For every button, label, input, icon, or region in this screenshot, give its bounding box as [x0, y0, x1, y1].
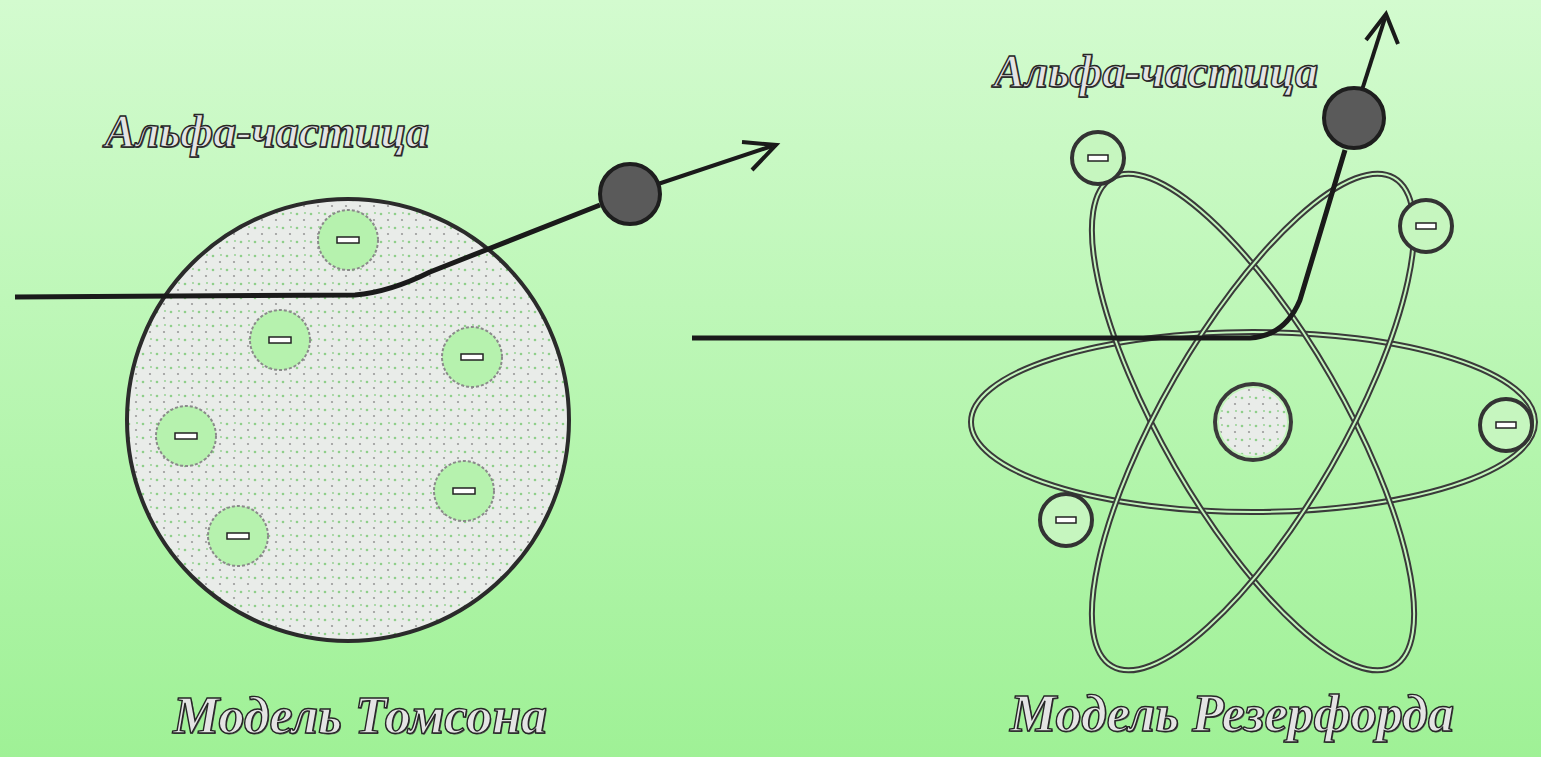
minus-sign [1496, 422, 1516, 428]
arrow-head [1366, 14, 1398, 44]
electron-body [318, 210, 378, 270]
thomson-atom [127, 199, 569, 641]
minus-sign [461, 354, 483, 360]
alpha-particle [1324, 88, 1384, 148]
orbit [1034, 133, 1472, 711]
minus-sign [227, 533, 249, 539]
orbit [971, 332, 1535, 512]
thomson-alpha-track [15, 142, 776, 297]
electron-body [1072, 132, 1124, 184]
minus-sign [1056, 517, 1076, 523]
electron-body [208, 506, 268, 566]
electron [1040, 494, 1092, 546]
minus-sign [1416, 223, 1436, 229]
rutherford-alpha-track [692, 14, 1398, 338]
orbit [1034, 133, 1472, 711]
particle-label-box: Альфа-частица [994, 46, 1318, 99]
electron [434, 461, 494, 521]
electron [208, 506, 268, 566]
minus-sign [453, 488, 475, 494]
rutherford-orbits [971, 133, 1535, 711]
minus-sign [269, 337, 291, 343]
electron [156, 406, 216, 466]
electron [1400, 200, 1452, 252]
orbit [971, 332, 1535, 512]
model-caption: Модель Томсона [173, 686, 547, 746]
orbit [1034, 133, 1472, 711]
electron [442, 327, 502, 387]
electron [1480, 399, 1532, 451]
particle-label: Альфа-частица [105, 106, 429, 159]
orbit [1034, 133, 1472, 711]
electron-body [434, 461, 494, 521]
electron-body [250, 310, 310, 370]
electron-body [1480, 399, 1532, 451]
nucleus-outline [1213, 382, 1293, 462]
electron-body [442, 327, 502, 387]
alpha-trajectory [692, 150, 1345, 338]
particle-label-box: Альфа-частица [105, 106, 429, 159]
alpha-particle [600, 164, 660, 224]
electron [250, 310, 310, 370]
electron [318, 210, 378, 270]
electron [1072, 132, 1124, 184]
model-caption: Модель Резерфорда [1010, 684, 1454, 744]
particle-label: Альфа-частица [994, 46, 1318, 99]
minus-sign [337, 237, 359, 243]
electron-body [1400, 200, 1452, 252]
model-caption-box: Модель Резерфорда [1010, 684, 1454, 744]
electron-body [1040, 494, 1092, 546]
minus-sign [175, 433, 197, 439]
electron-body [156, 406, 216, 466]
model-caption-box: Модель Томсона [173, 686, 547, 746]
alpha-trajectory [15, 205, 600, 297]
minus-sign [1088, 155, 1108, 161]
arrow-head [742, 142, 776, 170]
nucleus [1218, 387, 1288, 457]
